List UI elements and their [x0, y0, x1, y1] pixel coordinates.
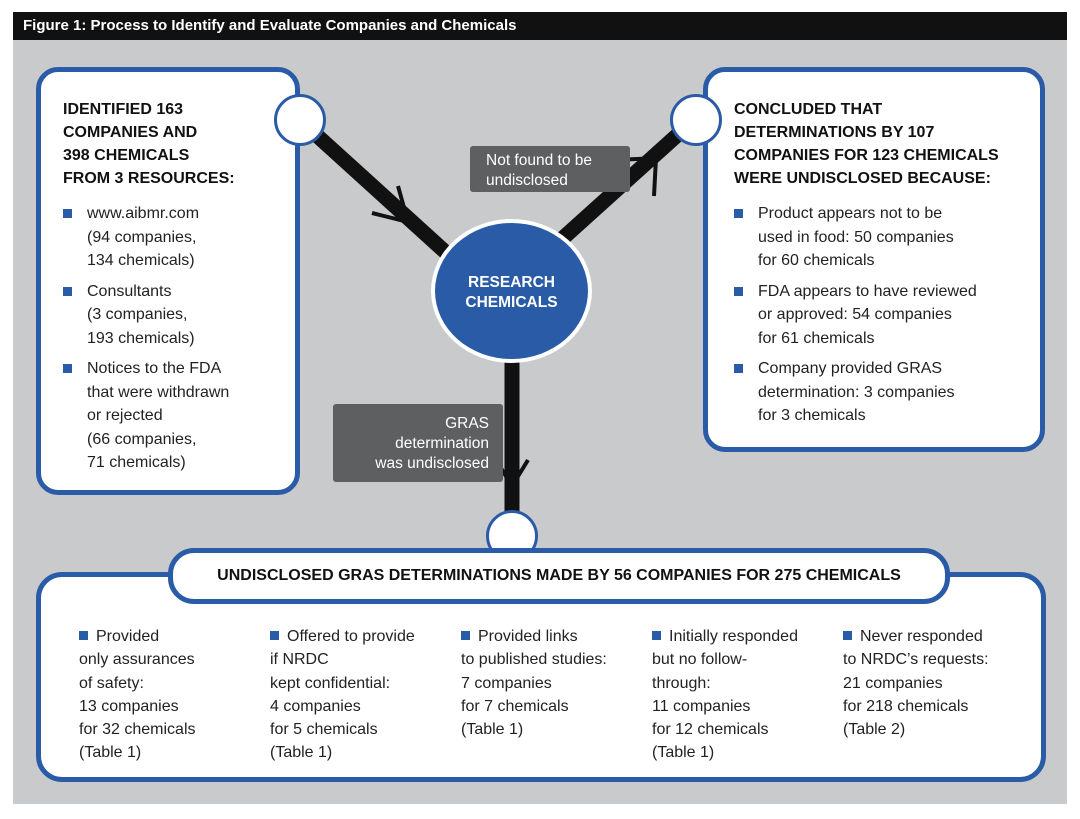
left-box-identified: IDENTIFIED 163 COMPANIES AND 398 CHEMICA… [36, 67, 300, 495]
reasons-list: Product appears not to be used in food: … [734, 202, 999, 428]
list-item: Company provided GRAS determination: 3 c… [734, 357, 999, 428]
right-heading: CONCLUDED THAT DETERMINATIONS BY 107 COM… [734, 101, 999, 187]
figure-title-bar: Figure 1: Process to Identify and Evalua… [13, 12, 1067, 40]
bottom-column-2: Offered to provide if NRDC kept confiden… [270, 628, 415, 762]
list-item: FDA appears to have reviewed or approved… [734, 280, 999, 351]
bullet-square [270, 631, 279, 640]
left-heading: IDENTIFIED 163 COMPANIES AND 398 CHEMICA… [63, 101, 235, 187]
label-not-found: Not found to be undisclosed [470, 146, 630, 192]
bottom-column-1: Provided only assurances of safety: 13 c… [79, 628, 196, 762]
bullet-square [461, 631, 470, 640]
bullet-square [843, 631, 852, 640]
center-label: RESEARCH CHEMICALS [465, 274, 558, 311]
node-circle-top-right [670, 94, 722, 146]
bottom-column-4: Initially responded but no follow- throu… [652, 628, 798, 762]
label-gras-undisclosed: GRAS determination was undisclosed [333, 404, 503, 482]
node-circle-top-left [274, 94, 326, 146]
list-item: www.aibmr.com (94 companies, 134 chemica… [63, 202, 235, 273]
bullet-square [652, 631, 661, 640]
bottom-column-5: Never responded to NRDC’s requests: 21 c… [843, 628, 989, 739]
arrow-left-to-center [294, 114, 460, 266]
figure-title: Figure 1: Process to Identify and Evalua… [23, 17, 517, 34]
arrowhead-right [617, 155, 659, 197]
bottom-banner-text: UNDISCLOSED GRAS DETERMINATIONS MADE BY … [217, 567, 901, 584]
bottom-banner: UNDISCLOSED GRAS DETERMINATIONS MADE BY … [168, 548, 950, 604]
arrowhead-left [371, 185, 411, 225]
bottom-column-3: Provided links to published studies: 7 c… [461, 628, 607, 739]
right-box-concluded: CONCLUDED THAT DETERMINATIONS BY 107 COM… [703, 67, 1045, 452]
list-item: Product appears not to be used in food: … [734, 202, 999, 273]
bullet-square [79, 631, 88, 640]
list-item: Consultants (3 companies, 193 chemicals) [63, 280, 235, 351]
resources-list: www.aibmr.com (94 companies, 134 chemica… [63, 202, 235, 475]
research-chemicals-circle: RESEARCH CHEMICALS [431, 219, 592, 363]
list-item: Notices to the FDA that were withdrawn o… [63, 357, 235, 475]
